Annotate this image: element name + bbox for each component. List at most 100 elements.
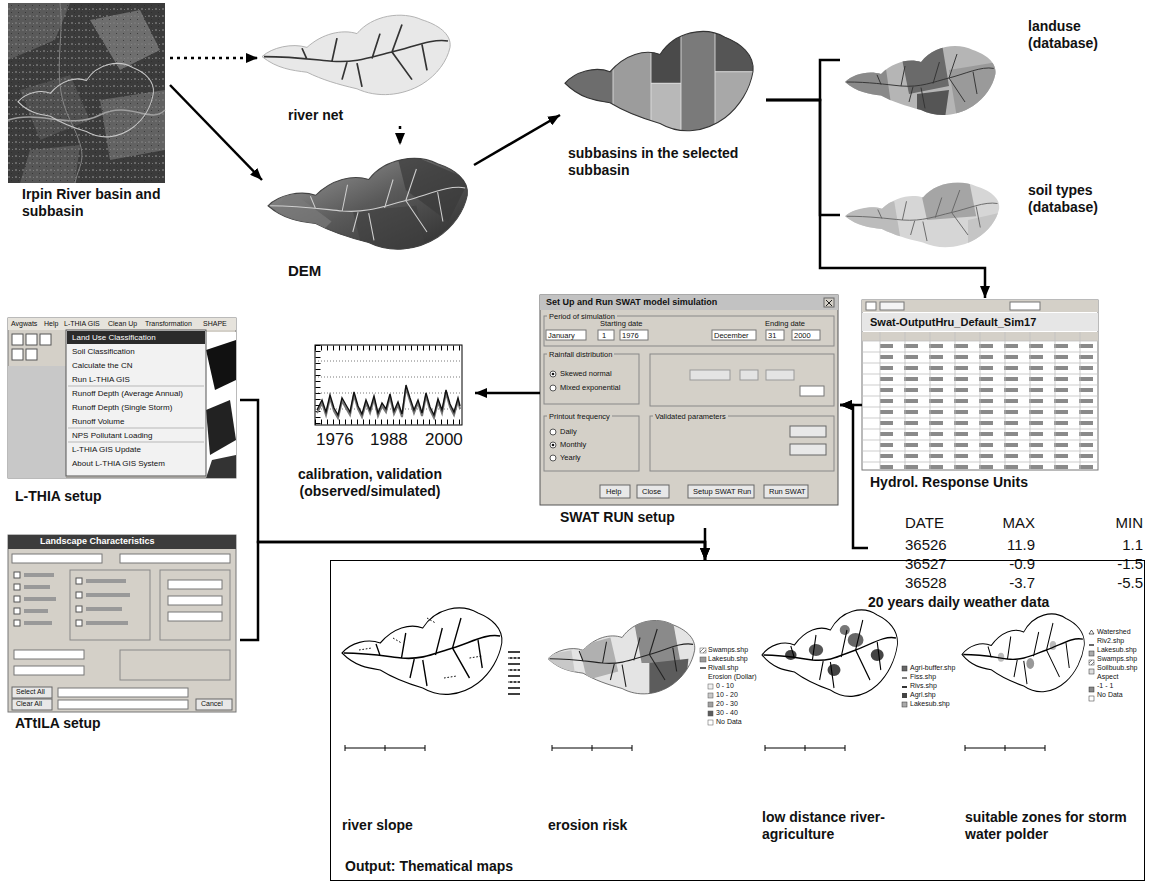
swat-dialog-screenshot-part	[550, 442, 556, 448]
node-caption: river net	[288, 107, 343, 124]
label-text: Soil Classification	[72, 347, 135, 357]
connector	[766, 100, 985, 298]
swat-dialog-screenshot-part	[790, 426, 826, 437]
erosion-risk-map-part	[708, 720, 713, 725]
soil-map-part	[845, 175, 1001, 250]
label-text: NPS Pollutant Loading	[72, 431, 153, 441]
swat-dialog-screenshot-part	[550, 455, 556, 461]
label-text: Clear All	[16, 700, 42, 708]
attila-screenshot-part	[24, 597, 56, 601]
erosion-risk-map-part	[708, 711, 713, 716]
swat-dialog-screenshot-part	[826, 300, 832, 306]
table-cell: -3.7	[975, 574, 1035, 592]
attila-screenshot-part	[14, 666, 84, 675]
swat-dialog-screenshot-part	[792, 330, 820, 340]
label-text: Lakesub.shp	[910, 700, 950, 708]
swat-dialog-screenshot-part	[690, 370, 730, 380]
hru-table-screenshot	[862, 300, 1098, 470]
landuse-map-part	[847, 54, 994, 108]
node-caption: Hydrol. Response Units	[870, 474, 1028, 491]
label-text: Runoff Volume	[72, 417, 124, 427]
label-text: No Data	[716, 718, 742, 726]
connector	[704, 528, 707, 560]
label-text: -1 - 1	[1097, 682, 1113, 690]
attila-screenshot-part	[76, 592, 82, 598]
flow-node: low distance river-agriculture	[760, 585, 950, 847]
swat-dialog-screenshot-part	[552, 373, 555, 376]
erosion-risk-map-part-part	[548, 621, 688, 698]
label-text: Run L-THIA GIS	[72, 375, 130, 385]
flow-node: calibration, validation (observed/simula…	[268, 340, 475, 502]
node-caption: soil types (database)	[1028, 182, 1123, 216]
lthia-screenshot-part	[26, 334, 37, 345]
swat-dialog-screenshot-part	[637, 485, 669, 498]
soil-map	[845, 175, 1001, 250]
lthia-screenshot-part	[206, 332, 236, 478]
satellite-image-part	[8, 3, 165, 183]
river-slope-map-part-part	[359, 618, 482, 678]
swat-dialog-screenshot-part	[546, 330, 586, 340]
label-text: 0 - 10	[716, 682, 734, 690]
erosion-risk-map-part	[552, 745, 632, 751]
table-cell: -0.9	[975, 555, 1035, 573]
label-text: Set Up and Run SWAT model simulation	[546, 297, 717, 308]
swat-dialog-screenshot-part	[544, 354, 639, 404]
swat-dialog-screenshot-part	[620, 330, 648, 340]
label-text: Swamps.shp	[1097, 655, 1137, 663]
connector	[240, 400, 705, 560]
node-caption: DEM	[288, 262, 321, 280]
label-text: Daily	[560, 427, 577, 436]
lthia-screenshot-part	[40, 334, 51, 345]
swat-dialog-screenshot-part	[766, 330, 784, 340]
swat-dialog-screenshot-part	[688, 485, 754, 498]
label-text: L-THIA GIS	[64, 320, 100, 328]
hru-table-screenshot-part	[1010, 302, 1040, 310]
landuse-map-part	[845, 38, 997, 118]
flow-node: subbasins in the selected subbasin	[560, 15, 766, 193]
river-agriculture-map-part-part	[785, 625, 884, 676]
flow-node: ATtILA setup	[8, 533, 240, 738]
node-caption: river slope	[342, 817, 413, 834]
connector	[170, 57, 258, 60]
label-text: Swamps.shp	[708, 646, 748, 654]
label-text: About L-THIA GIS System	[72, 459, 165, 469]
flow-node: river net	[258, 3, 458, 126]
erosion-risk-map-part-part-part	[548, 650, 575, 676]
river-agriculture-map-part-part	[762, 610, 897, 696]
storm-polder-map-part	[962, 614, 1084, 692]
storm-polder-map	[962, 614, 1094, 751]
attila-screenshot-part	[12, 554, 102, 563]
hydrograph-chart-part	[317, 385, 460, 415]
river-agriculture-map	[762, 610, 907, 751]
lthia-screenshot-part	[66, 330, 206, 476]
swat-dialog-screenshot-part	[650, 354, 834, 406]
attila-screenshot-part	[168, 580, 222, 589]
lthia-screenshot-part	[8, 318, 236, 478]
attila-screenshot-part	[58, 688, 188, 697]
erosion-risk-map-part	[708, 693, 713, 698]
table-cell: MIN	[1083, 514, 1143, 532]
storm-polder-map-part	[1089, 644, 1094, 645]
label-text: Fiss.shp	[910, 673, 936, 681]
soil-map-part	[847, 190, 998, 241]
label-text: Riv2.shp	[1097, 637, 1124, 645]
river-agriculture-map-part	[902, 702, 907, 707]
river-agriculture-map-part-part-part	[840, 625, 850, 635]
label-text: 2000	[794, 331, 811, 340]
label-text: 1976	[316, 430, 354, 450]
attila-screenshot-part	[168, 596, 222, 605]
label-text: 30 - 40	[716, 709, 738, 717]
attila-screenshot-part	[24, 585, 50, 589]
attila-screenshot-part	[86, 621, 128, 625]
label-text: Close	[642, 487, 661, 496]
attila-screenshot-part	[14, 596, 20, 602]
connector	[766, 60, 840, 100]
attila-screenshot-part	[14, 650, 84, 659]
attila-screenshot-part	[196, 699, 232, 710]
river-slope-map-part	[508, 658, 520, 682]
attila-screenshot-part	[76, 578, 82, 584]
label-text: 20 - 30	[716, 700, 738, 708]
swat-dialog-screenshot-part	[550, 371, 556, 377]
attila-screenshot-part	[24, 573, 54, 577]
swat-dialog-screenshot-part	[650, 416, 834, 471]
